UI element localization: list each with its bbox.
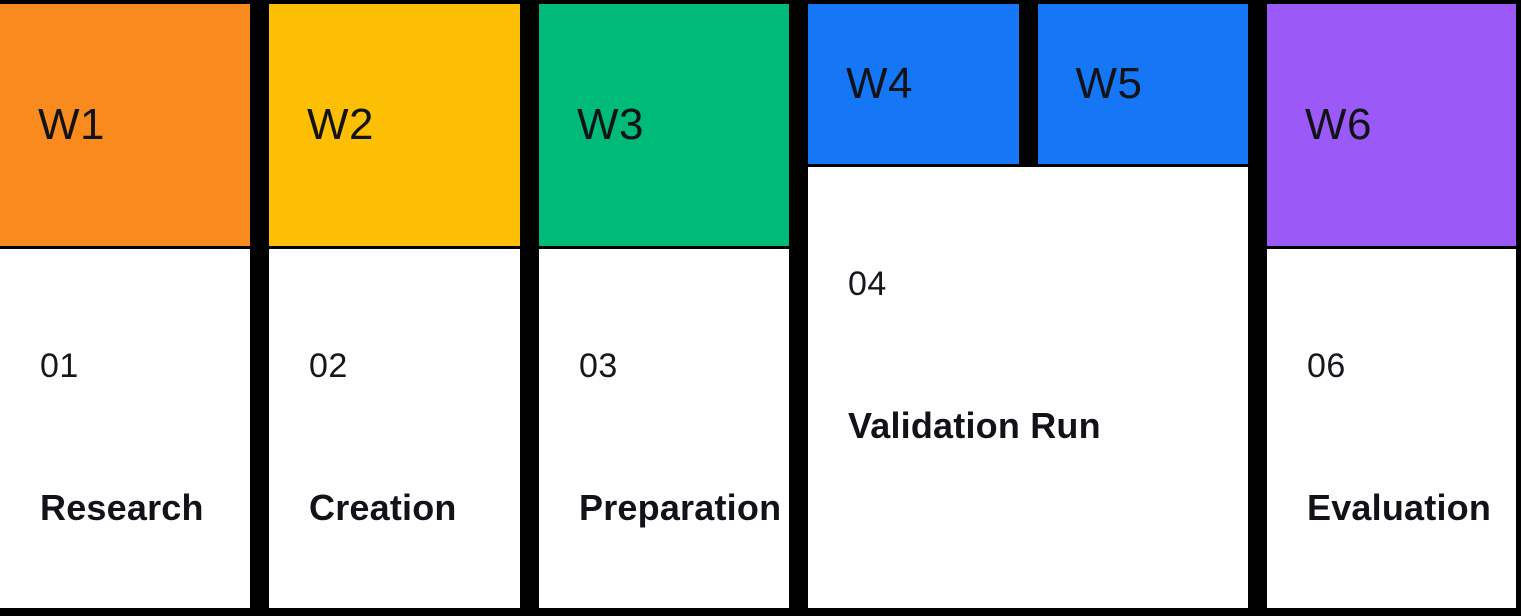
header-body-divider: [539, 246, 789, 249]
phase-label: Research: [40, 487, 204, 528]
phase-column-creation: W2 02 Creation: [269, 4, 520, 608]
phase-label: Creation: [309, 487, 457, 528]
header-body-divider: [0, 246, 250, 249]
week-label: W4: [846, 59, 913, 108]
week-label: W2: [307, 100, 374, 149]
week-header-pair: W4 W5: [808, 4, 1248, 164]
phase-column-evaluation: W6 06 Evaluation: [1267, 4, 1516, 608]
phase-number: 01: [40, 347, 79, 385]
phase-label: Preparation: [579, 487, 782, 528]
header-body-divider: [1267, 246, 1516, 249]
timeline-board: W1 01 Research W2 02 Creation W3 03 Prep…: [0, 4, 1516, 608]
week-header-w3: W3: [539, 4, 789, 246]
header-body-divider: [269, 246, 520, 249]
phase-column-preparation: W3 03 Preparation: [539, 4, 789, 608]
week-header-w5: W5: [1037, 4, 1248, 164]
week-header-w2: W2: [269, 4, 520, 246]
phase-body-research: 01 Research: [0, 249, 250, 608]
phase-number: 03: [579, 347, 618, 385]
week-label: W1: [38, 100, 105, 149]
phase-body-preparation: 03 Preparation: [539, 249, 789, 608]
phase-number: 06: [1307, 347, 1346, 385]
week-label: W3: [577, 100, 644, 149]
phase-body-validation-run: 04 Validation Run: [808, 167, 1248, 608]
phase-column-research: W1 01 Research: [0, 4, 250, 608]
phase-label: Evaluation: [1307, 487, 1492, 528]
phase-label: Validation Run: [848, 405, 1101, 446]
header-body-divider: [808, 164, 1248, 167]
phase-number: 04: [848, 265, 887, 303]
week-header-w4: W4: [808, 4, 1019, 164]
phase-number: 02: [309, 347, 348, 385]
phase-column-validation-run: W4 W5 04 Validation Run: [808, 4, 1248, 608]
week-label: W5: [1075, 59, 1143, 108]
phase-body-evaluation: 06 Evaluation: [1267, 249, 1516, 608]
phase-body-creation: 02 Creation: [269, 249, 520, 608]
week-header-w1: W1: [0, 4, 250, 246]
week-header-w6: W6: [1267, 4, 1516, 246]
week-label: W6: [1305, 100, 1372, 149]
